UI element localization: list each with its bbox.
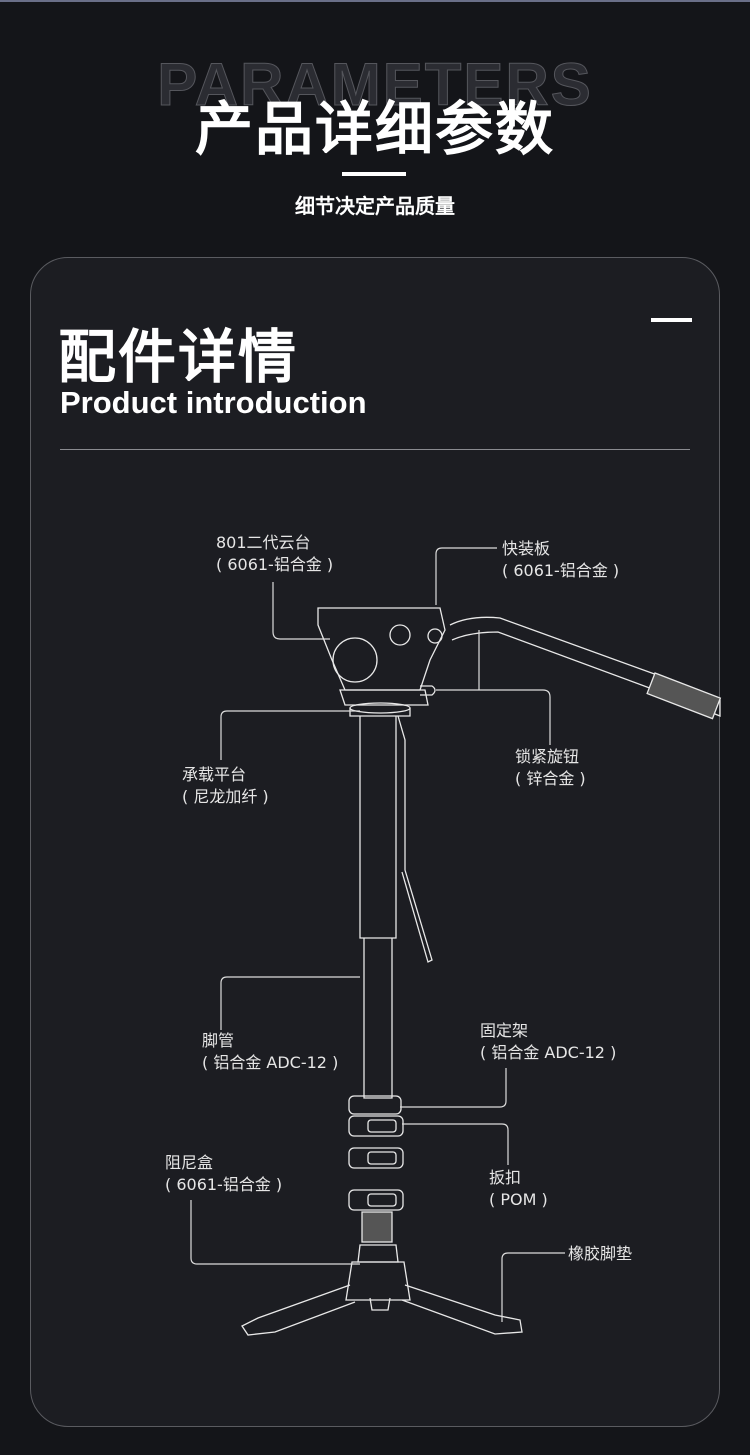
callout-name: 承载平台 [182,765,247,784]
callout-name: 快装板 [502,539,551,558]
callout-material: ( 6061-铝合金 ) [502,561,620,580]
callout-flip-lock: 扳扣 ( POM ) [489,1167,548,1211]
callout-material: ( 尼龙加纤 ) [182,787,269,806]
callout-name: 801二代云台 [216,533,311,552]
callout-name: 脚管 [202,1031,235,1050]
page-title: 产品详细参数 [194,95,555,163]
callout-name: 锁紧旋钮 [515,747,580,766]
callout-leg-tube: 脚管 ( 铝合金 ADC-12 ) [202,1030,338,1074]
callout-name: 固定架 [480,1021,529,1040]
callout-name: 扳扣 [489,1168,522,1187]
ghost-heading: PARAMETERS [157,51,593,119]
collapse-icon [651,318,692,322]
card-subtitle: Product introduction [60,385,367,420]
callout-rubber-foot: 橡胶脚垫 [568,1243,632,1265]
title-underline [342,172,406,176]
card-title: 配件详情 [58,323,299,391]
callout-damping-box: 阻尼盒 ( 6061-铝合金 ) [165,1152,282,1196]
page-subtitle: 细节决定产品质量 [295,194,455,218]
callout-name: 阻尼盒 [165,1153,214,1172]
callout-gimbal-head: 801二代云台 ( 6061-铝合金 ) [216,532,333,576]
callout-material: ( 锌合金 ) [515,769,586,788]
callout-name: 橡胶脚垫 [568,1244,633,1263]
callout-bracket: 固定架 ( 铝合金 ADC-12 ) [480,1020,616,1064]
callout-material: ( 6061-铝合金 ) [165,1175,283,1194]
top-border [0,0,750,2]
divider [60,449,690,450]
callout-lock-knob: 锁紧旋钮 ( 锌合金 ) [515,746,586,790]
callout-material: ( 铝合金 ADC-12 ) [480,1043,617,1062]
callout-platform: 承载平台 ( 尼龙加纤 ) [182,764,269,808]
callout-material: ( 6061-铝合金 ) [216,555,334,574]
callout-quick-release-plate: 快装板 ( 6061-铝合金 ) [502,538,619,582]
callout-material: ( POM ) [489,1190,548,1209]
callout-material: ( 铝合金 ADC-12 ) [202,1053,339,1072]
